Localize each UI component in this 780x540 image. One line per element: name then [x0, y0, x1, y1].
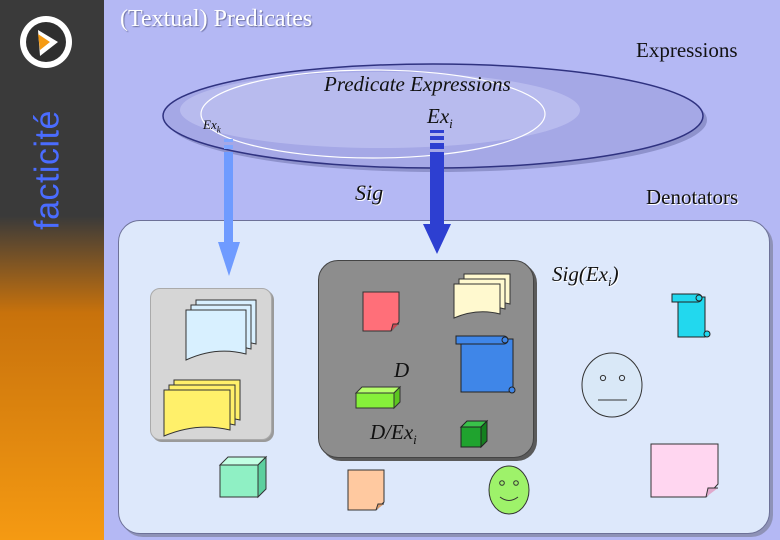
scroll-icon	[671, 293, 711, 338]
expressions-label: Expressions	[636, 38, 738, 62]
logo-icon	[20, 16, 72, 68]
document-stack-icon	[163, 379, 241, 437]
smiley-icon	[488, 465, 530, 515]
document-stack-icon	[453, 273, 511, 319]
document-stack-icon	[185, 299, 257, 361]
d-ex-i-label: D/Exi	[370, 420, 417, 448]
cube-icon	[354, 385, 402, 410]
ex-k-sub: k	[216, 124, 221, 135]
predicate-expressions-label: Predicate Expressions	[324, 72, 511, 96]
arrow-ex-i	[423, 130, 451, 254]
sig-ex-i-sub: i	[607, 274, 612, 290]
sticky-note-icon	[347, 469, 385, 511]
ex-k-text: Ex	[203, 117, 217, 132]
cube-icon	[218, 455, 268, 499]
sig-ex-i-suffix: )	[611, 262, 619, 286]
d-ex-i-prefix: D/Ex	[370, 420, 414, 444]
ex-i-text: Ex	[427, 104, 450, 128]
smiley-icon	[581, 352, 643, 418]
sig-label: Sig	[355, 180, 384, 205]
sig-ex-i-prefix: Sig(Ex	[552, 262, 608, 286]
sig-ex-i-label: Sig(Exi)	[552, 262, 619, 290]
scroll-icon	[455, 335, 516, 394]
ex-k-label: Exk	[203, 117, 221, 135]
expressions-ellipse	[162, 63, 707, 172]
slide-title: (Textual) Predicates	[120, 6, 313, 32]
ex-i-sub: i	[449, 116, 453, 132]
denotators-label: Denotators	[646, 185, 739, 209]
arrow-ex-k	[218, 139, 240, 276]
sticky-note-icon	[650, 443, 719, 498]
ex-i-label: Exi	[427, 104, 453, 132]
d-ex-i-sub: i	[413, 432, 417, 448]
cube-icon	[459, 419, 489, 449]
sidebar: facticité	[0, 0, 104, 540]
sticky-note-icon	[362, 291, 400, 332]
d-label: D	[394, 358, 410, 382]
